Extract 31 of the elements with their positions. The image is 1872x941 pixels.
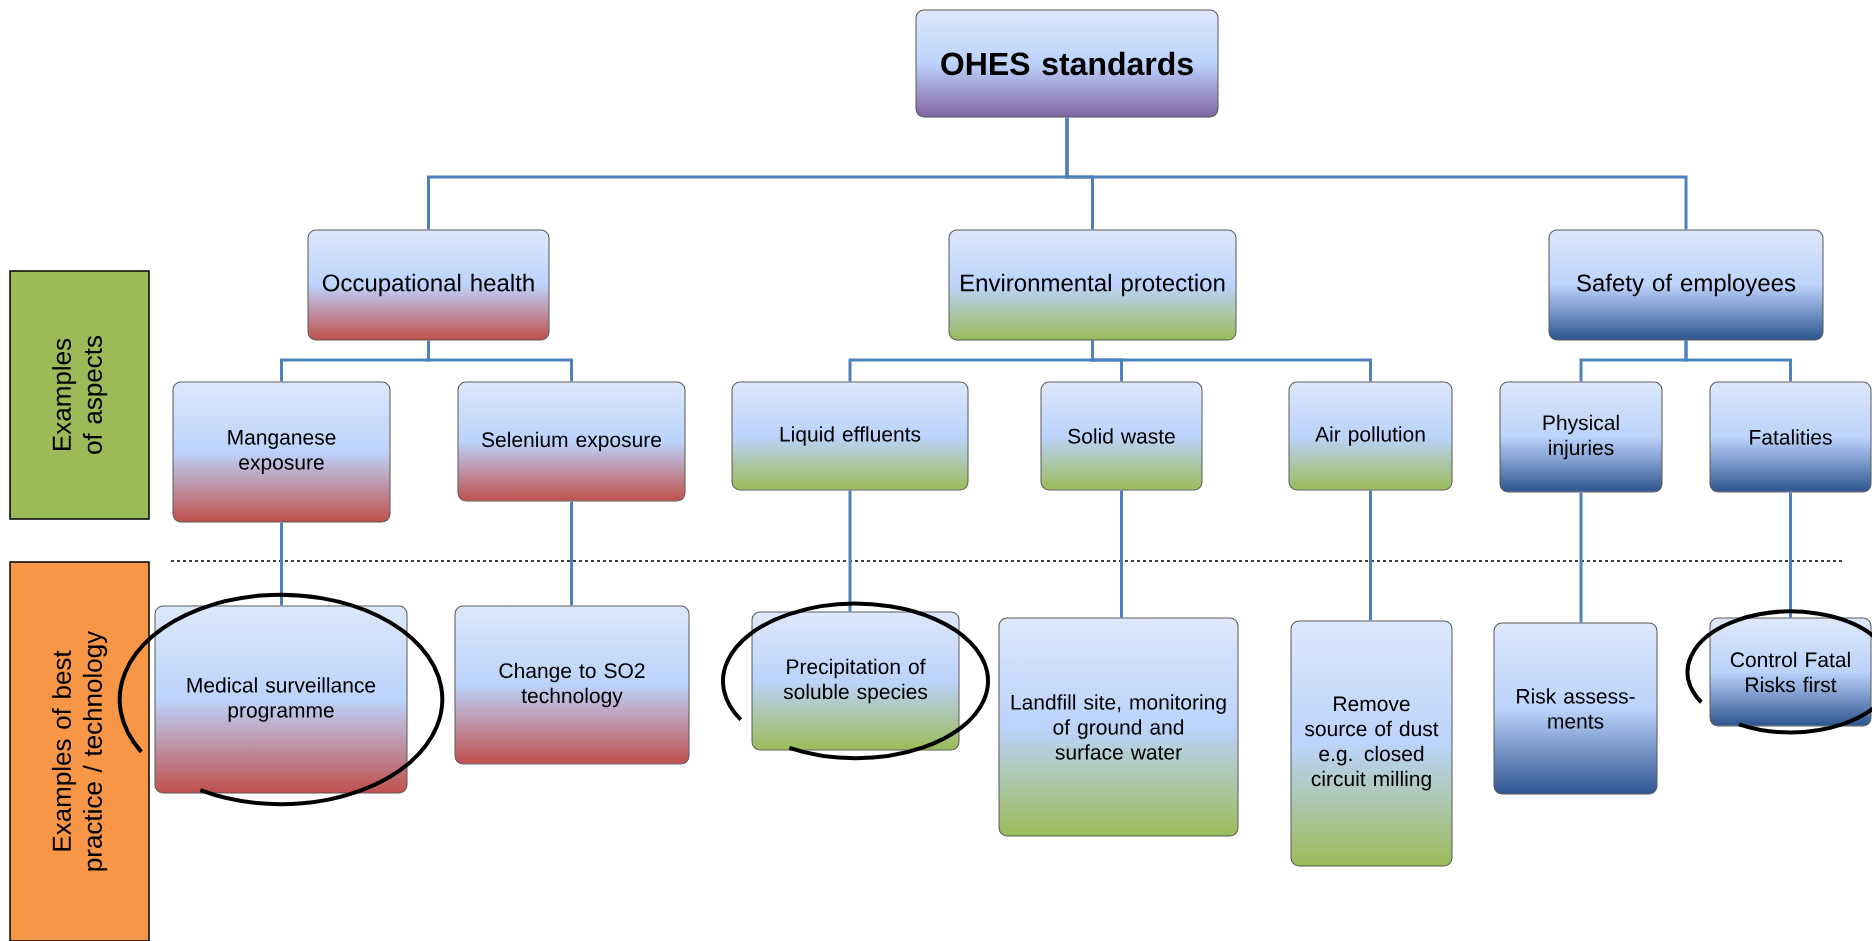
aspect-box: Fatalities xyxy=(1709,381,1872,493)
connector-line xyxy=(1065,117,1688,230)
connector-line xyxy=(427,340,573,382)
aspect-box: Safety of employees xyxy=(1548,229,1824,341)
connector-line xyxy=(1091,340,1372,382)
aspect-box: Solid waste xyxy=(1040,381,1203,491)
practice-box: Risk assess- ments xyxy=(1493,622,1658,795)
aspect-box: Occupational health xyxy=(307,229,550,341)
connector-line xyxy=(1369,490,1372,621)
practice-box: Change to SO2 technology xyxy=(454,605,690,765)
aspect-box: Liquid effluents xyxy=(731,381,969,491)
connector-line xyxy=(1789,492,1792,618)
connector-line xyxy=(1684,340,1792,382)
practice-box: Control Fatal Risks first xyxy=(1709,617,1872,727)
practice-box: Precipitation of soluble species xyxy=(751,611,960,751)
side-band: Examples of best practice / technology xyxy=(9,561,150,941)
connector-line xyxy=(848,490,852,612)
side-band: Examples of aspects xyxy=(9,270,150,520)
aspect-box: Environmental protection xyxy=(948,229,1237,341)
aspect-box: Air pollution xyxy=(1288,381,1453,491)
connector-line xyxy=(1579,492,1583,623)
aspect-box: Physical injuries xyxy=(1499,381,1663,493)
practice-box: Remove source of dust e.g. closed circuit milling xyxy=(1290,620,1453,867)
practice-box: Medical surveillance programme xyxy=(154,605,408,794)
aspect-box: Selenium exposure xyxy=(457,381,686,502)
connector-line xyxy=(1120,490,1123,618)
connector-line xyxy=(280,522,283,606)
connector-line xyxy=(570,501,573,606)
practice-box: Landfill site, monitoring of ground and surface water xyxy=(998,617,1239,837)
title-box: OHES standards xyxy=(915,9,1219,118)
aspect-box: Manganese exposure xyxy=(172,381,391,523)
